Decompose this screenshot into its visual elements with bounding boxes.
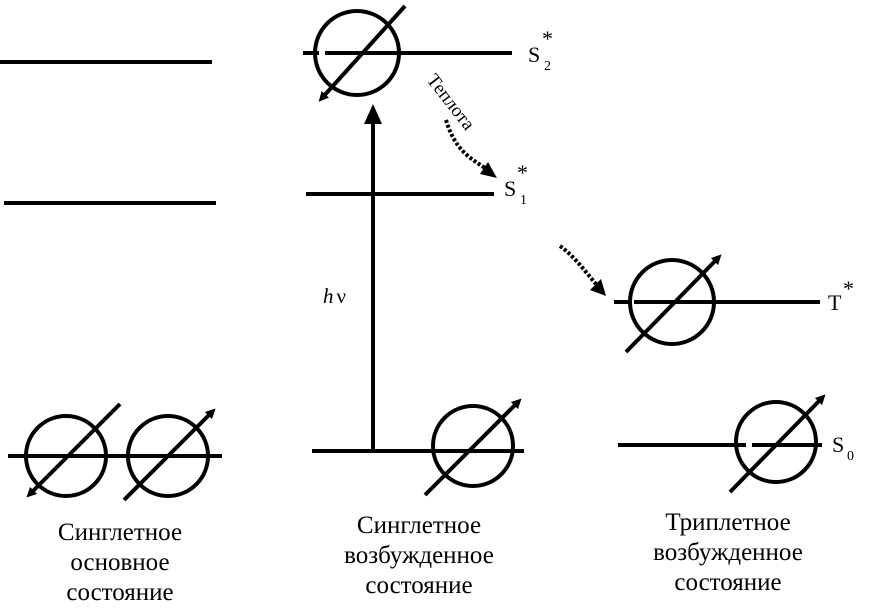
caption-line: основное [70,549,169,576]
heat-relaxation-arrow [444,119,487,170]
electron-spin-up-icon [728,394,826,494]
intersystem-crossing-arrow [558,244,598,286]
triplet-electron-spin-up-icon [624,254,722,354]
t-superscript: * [843,276,854,301]
s0-subscript: 0 [847,449,854,464]
intersystem-crossing-arrowhead [590,279,606,296]
absorption-arrowhead [364,104,382,124]
caption-singlet-excited: Синглетное возбужденное состояние [344,512,494,599]
s1-subscript: 1 [520,193,527,208]
s2-superscript: * [542,26,553,51]
s2-label: S [528,42,540,67]
electron-spin-up-icon [423,398,522,497]
caption-line: Триплетное [665,509,790,536]
t-label: T [828,290,842,315]
s1-label: S [504,176,516,201]
s2-subscript: 2 [544,59,551,74]
caption-triplet-excited: Триплетное возбужденное состояние [653,509,803,596]
heat-label: Теплота [422,70,479,135]
caption-line: Синглетное [357,512,481,539]
s1-superscript: * [517,160,528,185]
caption-line: возбужденное [653,539,803,566]
electron-spin-down-icon [24,402,122,498]
s0-label: S [832,432,844,457]
excited-electron-spin-down-icon [313,4,407,102]
caption-line: состояние [674,569,781,596]
caption-line: Синглетное [58,519,182,546]
electron-spin-up-icon [122,408,216,502]
caption-line: состояние [66,579,173,606]
caption-line: возбужденное [344,542,494,569]
heat-relaxation-arrowhead [480,162,497,178]
caption-line: состояние [365,572,472,599]
caption-ground-state: Синглетное основное состояние [58,519,182,606]
